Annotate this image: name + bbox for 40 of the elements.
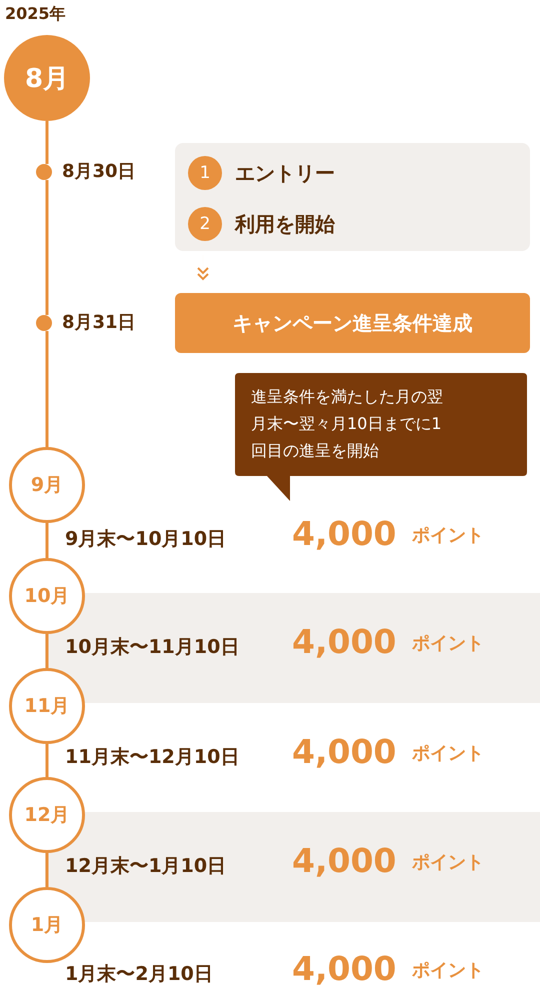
timeline-line	[46, 853, 48, 887]
points-amount: 4,000	[292, 844, 396, 877]
month-circle: 10月	[9, 558, 85, 634]
timeline-line	[46, 634, 48, 668]
points-unit: ポイント	[412, 527, 484, 545]
date-text: 9月末〜10月10日	[65, 530, 226, 549]
date-text: 10月末〜11月10日	[65, 638, 240, 657]
month-circle: 11月	[9, 668, 85, 744]
date-text: 8月30日	[62, 161, 136, 183]
step-number: 2	[188, 207, 222, 241]
month-circle: 9月	[9, 447, 85, 523]
timeline-dot	[36, 315, 52, 331]
goal-box: キャンペーン進呈条件達成	[175, 293, 530, 353]
points-unit: ポイント	[412, 962, 484, 980]
step-text: 利用を開始	[235, 213, 335, 235]
callout-text: 進呈条件を満たした月の翌月末〜翌々月10日までに1回目の進呈を開始	[251, 386, 444, 462]
step-number: 1	[188, 156, 222, 190]
points-amount: 4,000	[292, 625, 396, 658]
timeline-line	[46, 331, 48, 447]
date-text: 1月末〜2月10日	[65, 965, 213, 984]
year-text: 2025年	[5, 4, 66, 25]
timeline-line	[46, 523, 48, 558]
month-circle: 12月	[9, 777, 85, 853]
month-circle: 1月	[9, 887, 85, 963]
month-circle: 8月	[4, 35, 90, 121]
points-amount: 4,000	[292, 735, 396, 768]
date-text: 12月末〜1月10日	[65, 857, 226, 876]
date-text: 8月31日	[62, 312, 136, 334]
timeline-dot	[36, 164, 52, 180]
points-amount: 4,000	[292, 517, 396, 550]
points-unit: ポイント	[412, 854, 484, 872]
timeline-line	[46, 121, 48, 164]
step-text: エントリー	[235, 162, 335, 184]
points-unit: ポイント	[412, 635, 484, 653]
points-amount: 4,000	[292, 952, 396, 985]
date-text: 11月末〜12月10日	[65, 748, 240, 767]
timeline-line	[46, 180, 48, 315]
points-unit: ポイント	[412, 745, 484, 763]
step-panel	[175, 143, 530, 251]
timeline-line	[46, 744, 48, 777]
